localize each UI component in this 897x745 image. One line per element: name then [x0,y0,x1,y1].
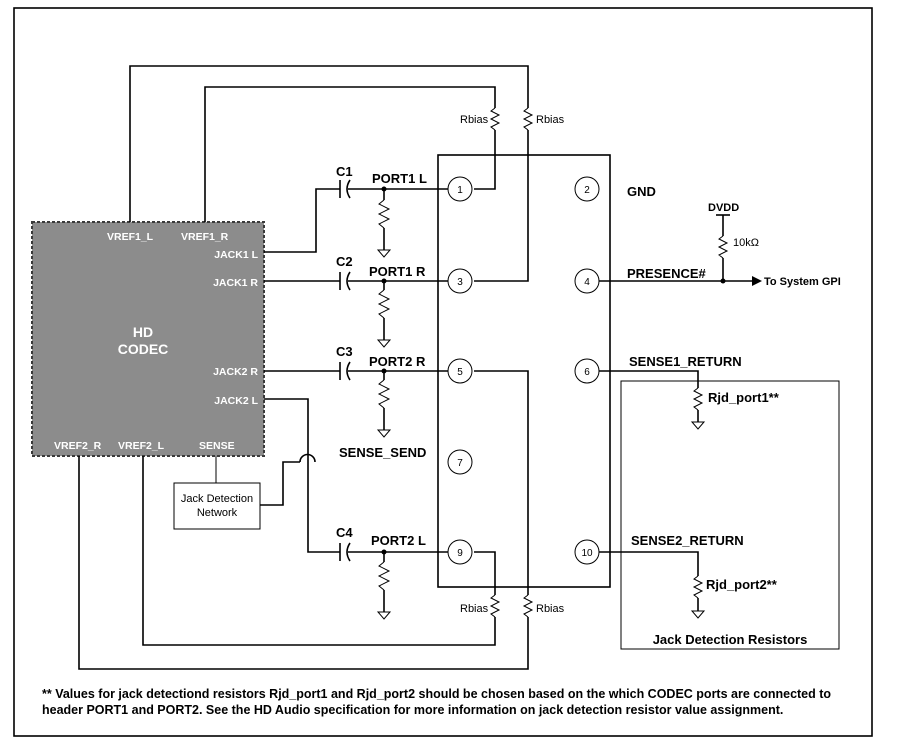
header-pin-10-number: 10 [581,548,593,559]
codec-pin-jack2-r: JACK2 R [213,366,258,378]
cap-c2-label: C2 [336,254,353,269]
codec-title-line2: CODEC [118,341,169,357]
footnote: ** Values for jack detectiond resistors … [42,687,832,717]
port2-l-label: PORT2 L [371,533,426,548]
header-pin-1 [447,176,473,202]
gnd-label: GND [627,184,656,199]
sense-send-label: SENSE_SEND [339,445,426,460]
presence-label: PRESENCE# [627,266,707,281]
header-pin-1-number: 1 [457,185,463,196]
jack2-l-path [264,398,448,620]
rbias-label-top-left: Rbias [460,114,489,126]
hd-codec-block: HD CODEC VREF1_L VREF1_R JACK1 L JACK1 R… [31,221,265,457]
sense-send-path [173,453,316,530]
codec-pin-sense: SENSE [199,440,235,452]
jack-detection-resistors-box [620,380,840,650]
header-pin-3 [447,268,473,294]
codec-pin-jack2-l: JACK2 L [214,395,258,407]
header-pin-5-number: 5 [457,367,463,378]
codec-pin-jack1-l: JACK1 L [214,249,258,261]
jack2-r-path [264,361,448,438]
header-pin-6-number: 6 [584,367,590,378]
cap-c3-label: C3 [336,344,353,359]
header-pin-9-number: 9 [457,548,463,559]
header-pin-2 [574,176,600,202]
codec-pin-vref2-l: VREF2_L [118,440,165,452]
vref-bias-wiring [78,65,534,670]
rjd-port2-label: Rjd_port2** [706,577,778,592]
sense2-return-path [599,551,706,619]
jack1-l-path [264,179,448,258]
header-pin-5 [447,358,473,384]
header-pin-4-number: 4 [584,277,590,288]
header-pin-2-number: 2 [584,185,590,196]
sense1-return-path [599,370,706,430]
presence-path [599,214,762,286]
sense2-return-label: SENSE2_RETURN [631,533,744,548]
jack1-r-path [264,271,448,348]
jack-detection-network-line1: Jack Detection [181,493,253,505]
rbias-label-bottom-left: Rbias [460,603,489,615]
cap-c4-label: C4 [336,525,353,540]
port1-r-label: PORT1 R [369,264,426,279]
diagram-frame [13,7,873,737]
header-pin-3-number: 3 [457,277,463,288]
pullup-resistor-label: 10kΩ [733,237,759,249]
codec-pin-vref2-r: VREF2_R [54,440,102,452]
codec-pin-vref1-l: VREF1_L [107,231,154,243]
header-pin-7 [447,449,473,475]
header-pin-9 [447,539,473,565]
codec-title-line1: HD [133,324,153,340]
dvdd-label: DVDD [708,202,739,214]
rjd-port1-label: Rjd_port1** [708,390,780,405]
rbias-label-top-right: Rbias [536,114,565,126]
sense1-return-label: SENSE1_RETURN [629,354,742,369]
header-pin-7-number: 7 [457,458,463,469]
cap-c1-label: C1 [336,164,353,179]
codec-pin-jack1-r: JACK1 R [213,277,258,289]
port2-r-label: PORT2 R [369,354,426,369]
codec-pin-vref1-r: VREF1_R [181,231,229,243]
to-system-gpi-label: To System GPI [764,276,841,288]
jack-detection-network-line2: Network [197,507,238,519]
jack-detection-network-box [173,482,261,530]
jack-detection-resistors-title: Jack Detection Resistors [653,632,808,647]
port1-l-label: PORT1 L [372,171,427,186]
rbias-label-bottom-right: Rbias [536,603,565,615]
